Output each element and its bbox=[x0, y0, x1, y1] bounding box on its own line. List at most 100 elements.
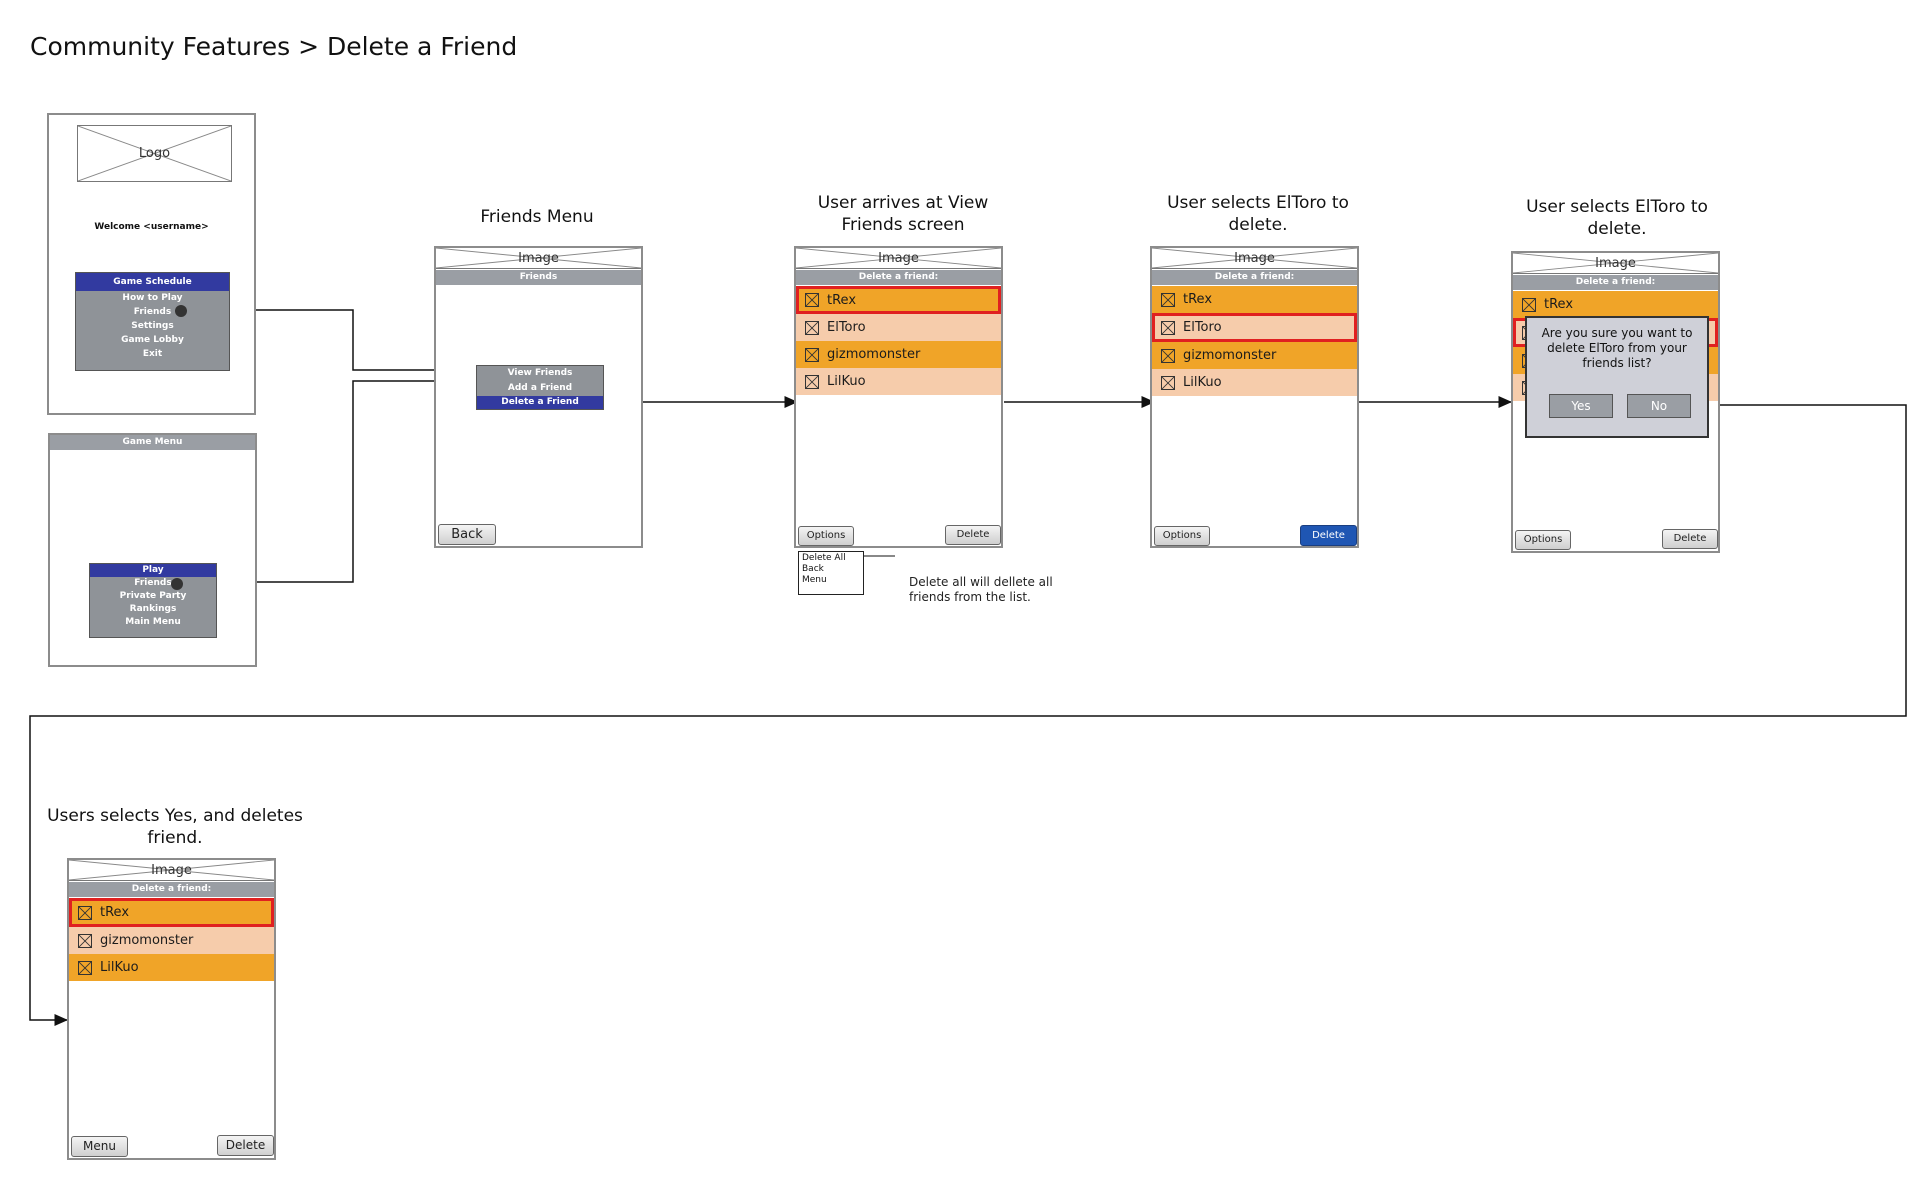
list-header: Delete a friend: bbox=[1152, 270, 1357, 285]
friend-row-gizmomonster[interactable]: gizmomonster bbox=[1152, 342, 1357, 369]
friend-name: LilKuo bbox=[100, 960, 139, 975]
options-button[interactable]: Options bbox=[1515, 530, 1571, 550]
game-menu: Play Friends Private Party Rankings Main… bbox=[89, 563, 217, 638]
popup-item-back[interactable]: Back bbox=[802, 564, 824, 574]
friend-name: gizmomonster bbox=[100, 933, 194, 948]
dialog-message: Are you sure you want to delete ElToro f… bbox=[1541, 326, 1693, 370]
menu-item-view-friends[interactable]: View Friends bbox=[507, 368, 573, 378]
game-menu-header: Game Menu bbox=[50, 435, 255, 450]
menu-item-private-party[interactable]: Private Party bbox=[119, 591, 187, 601]
list-header: Delete a friend: bbox=[69, 882, 274, 897]
menu-item-friends[interactable]: Friends bbox=[134, 578, 172, 588]
friend-name: tRex bbox=[827, 292, 857, 308]
page-title: Community Features > Delete a Friend bbox=[30, 32, 518, 61]
welcome-text: Welcome <username> bbox=[94, 222, 209, 232]
friend-name: gizmomonster bbox=[1183, 348, 1277, 363]
deleted-screen-caption: Users selects Yes, and deletes friend. bbox=[47, 806, 303, 848]
friend-name: ElToro bbox=[1183, 320, 1222, 335]
delete-button[interactable]: Delete bbox=[1662, 529, 1718, 549]
friend-row-lilkuo[interactable]: LilKuo bbox=[796, 368, 1001, 395]
confirm-dialog: Are you sure you want to delete ElToro f… bbox=[1525, 316, 1709, 438]
image-placeholder: Image bbox=[1513, 253, 1718, 274]
image-placeholder: Image bbox=[436, 248, 641, 269]
checkbox-icon[interactable] bbox=[78, 905, 92, 920]
delete-button[interactable]: Delete bbox=[945, 525, 1001, 545]
options-button[interactable]: Options bbox=[1154, 526, 1210, 546]
confirm-delete-screen: Image Delete a friend: tRex Are you sure… bbox=[1511, 251, 1720, 553]
image-label: Image bbox=[878, 251, 919, 266]
checkbox-icon[interactable] bbox=[78, 933, 92, 948]
selection-dot bbox=[175, 305, 187, 317]
friend-name: tRex bbox=[1183, 292, 1213, 307]
options-button[interactable]: Options bbox=[798, 526, 854, 546]
no-button[interactable]: No bbox=[1627, 394, 1691, 418]
friend-row-trex[interactable]: tRex bbox=[69, 898, 274, 927]
menu-button[interactable]: Menu bbox=[71, 1136, 128, 1157]
image-placeholder: Image bbox=[796, 248, 1001, 269]
main-menu-screen: Logo Welcome <username> Game Schedule Ho… bbox=[47, 113, 256, 415]
menu-item-main-menu[interactable]: Main Menu bbox=[125, 617, 181, 627]
menu-item-exit[interactable]: Exit bbox=[142, 349, 163, 359]
menu-item-delete-friend[interactable]: Delete a Friend bbox=[477, 396, 603, 409]
selection-dot bbox=[171, 578, 183, 590]
checkbox-icon[interactable] bbox=[805, 374, 819, 389]
main-menu: Game Schedule How to Play Friends Settin… bbox=[75, 272, 230, 371]
friend-row-gizmomonster[interactable]: gizmomonster bbox=[69, 927, 274, 954]
checkbox-icon[interactable] bbox=[1522, 297, 1536, 312]
friend-row-trex[interactable]: tRex bbox=[796, 286, 1001, 314]
menu-item-add-friend[interactable]: Add a Friend bbox=[507, 383, 573, 393]
confirm-screen-caption: User selects ElToro to delete. bbox=[1526, 197, 1708, 239]
checkbox-icon[interactable] bbox=[1161, 348, 1175, 363]
friend-name: LilKuo bbox=[827, 374, 866, 389]
friend-row-trex[interactable]: tRex bbox=[1513, 291, 1718, 318]
popup-item-delete-all[interactable]: Delete All bbox=[802, 553, 846, 563]
checkbox-icon[interactable] bbox=[1161, 320, 1175, 335]
view-screen-caption: User arrives at View Friends screen bbox=[817, 193, 989, 235]
friends-menu: View Friends Add a Friend Delete a Frien… bbox=[476, 365, 604, 410]
options-popup: Delete All Back Menu bbox=[798, 551, 864, 595]
menu-item-how-to-play[interactable]: How to Play bbox=[122, 293, 183, 303]
yes-button[interactable]: Yes bbox=[1549, 394, 1613, 418]
checkbox-icon[interactable] bbox=[78, 960, 92, 975]
menu-item-game-schedule[interactable]: Game Schedule bbox=[76, 273, 229, 291]
checkbox-icon[interactable] bbox=[1161, 375, 1175, 390]
list-header: Delete a friend: bbox=[796, 270, 1001, 285]
logo-label: Logo bbox=[138, 146, 171, 161]
friend-name: tRex bbox=[100, 905, 130, 920]
checkbox-icon[interactable] bbox=[805, 347, 819, 362]
friend-name: gizmomonster bbox=[827, 347, 921, 362]
checkbox-icon[interactable] bbox=[805, 320, 819, 335]
friend-row-lilkuo[interactable]: LilKuo bbox=[69, 954, 274, 981]
friend-row-eltoro[interactable]: ElToro bbox=[1152, 313, 1357, 342]
friends-menu-screen: Image Friends View Friends Add a Friend … bbox=[434, 246, 643, 548]
delete-button[interactable]: Delete bbox=[1300, 525, 1357, 546]
friend-name: ElToro bbox=[827, 320, 866, 335]
friends-header: Friends bbox=[436, 270, 641, 285]
friend-row-lilkuo[interactable]: LilKuo bbox=[1152, 369, 1357, 396]
friend-row-eltoro[interactable]: ElToro bbox=[796, 314, 1001, 341]
image-placeholder: Image bbox=[69, 860, 274, 881]
back-button[interactable]: Back bbox=[438, 524, 496, 545]
game-menu-screen: Game Menu Play Friends Private Party Ran… bbox=[48, 433, 257, 667]
friend-name: tRex bbox=[1544, 297, 1574, 312]
select-friend-screen: Image Delete a friend: tRex ElToro gizmo… bbox=[1150, 246, 1359, 548]
popup-item-menu[interactable]: Menu bbox=[802, 575, 827, 585]
image-label: Image bbox=[151, 863, 192, 878]
menu-item-settings[interactable]: Settings bbox=[131, 321, 174, 331]
image-placeholder: Image bbox=[1152, 248, 1357, 269]
image-label: Image bbox=[518, 251, 559, 266]
friend-row-trex[interactable]: tRex bbox=[1152, 286, 1357, 313]
friend-row-gizmomonster[interactable]: gizmomonster bbox=[796, 341, 1001, 368]
delete-button[interactable]: Delete bbox=[217, 1135, 274, 1156]
friend-name: LilKuo bbox=[1183, 375, 1222, 390]
logo-placeholder: Logo bbox=[77, 125, 232, 182]
view-friends-screen: Image Delete a friend: tRex ElToro gizmo… bbox=[794, 246, 1003, 548]
menu-item-game-lobby[interactable]: Game Lobby bbox=[121, 335, 184, 345]
friends-menu-caption: Friends Menu bbox=[480, 207, 594, 227]
checkbox-icon[interactable] bbox=[1161, 292, 1175, 307]
options-note: Delete all will dellete all friends from… bbox=[909, 575, 1053, 604]
checkbox-icon[interactable] bbox=[805, 293, 819, 307]
menu-item-friends[interactable]: Friends bbox=[133, 307, 172, 317]
menu-item-play[interactable]: Play bbox=[90, 564, 216, 577]
menu-item-rankings[interactable]: Rankings bbox=[129, 604, 177, 614]
